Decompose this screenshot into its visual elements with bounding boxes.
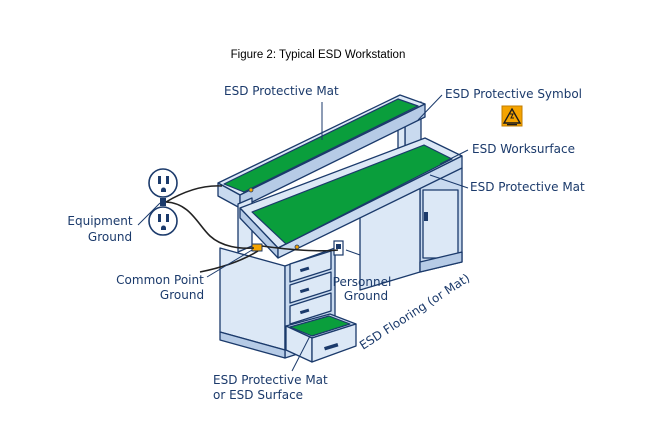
label-personnel-ground-line1: Personnel bbox=[333, 275, 392, 289]
label-common-point-ground-line2: Ground bbox=[160, 288, 204, 302]
label-esd-protective-mat-right: ESD Protective Mat bbox=[470, 180, 585, 194]
worksurface-mat bbox=[251, 144, 453, 245]
esd-protective-symbol-icon bbox=[501, 105, 523, 127]
figure-title: Figure 2: Typical ESD Workstation bbox=[231, 49, 406, 61]
label-equipment-ground-line1: Equipment bbox=[67, 214, 132, 228]
leader-lines bbox=[137, 94, 469, 372]
duplex-outlet-icon bbox=[148, 168, 178, 236]
label-esd-protective-symbol: ESD Protective Symbol bbox=[445, 87, 582, 101]
label-esd-protective-mat-top: ESD Protective Mat bbox=[224, 84, 339, 98]
drawer-2[interactable] bbox=[289, 271, 332, 304]
top-shelf bbox=[217, 94, 426, 209]
label-common-point-ground-line1: Common Point bbox=[116, 273, 204, 287]
label-esd-worksurface: ESD Worksurface bbox=[472, 142, 575, 156]
personnel-ground-jack bbox=[333, 240, 344, 256]
label-drawer-mat-line2: or ESD Surface bbox=[213, 388, 303, 402]
label-equipment-ground-line2: Ground bbox=[88, 230, 132, 244]
drawer-3[interactable] bbox=[289, 292, 332, 325]
drawer-mat bbox=[289, 315, 351, 337]
label-personnel-ground-line2: Ground bbox=[344, 289, 388, 303]
cabinet-door bbox=[422, 189, 459, 259]
main-worksurface bbox=[239, 137, 463, 259]
ground-cords bbox=[165, 185, 339, 273]
top-shelf-mat bbox=[223, 98, 419, 193]
drawer-1[interactable] bbox=[289, 250, 332, 283]
open-drawer[interactable] bbox=[285, 313, 357, 363]
label-drawer-mat-line1: ESD Protective Mat bbox=[213, 373, 328, 387]
